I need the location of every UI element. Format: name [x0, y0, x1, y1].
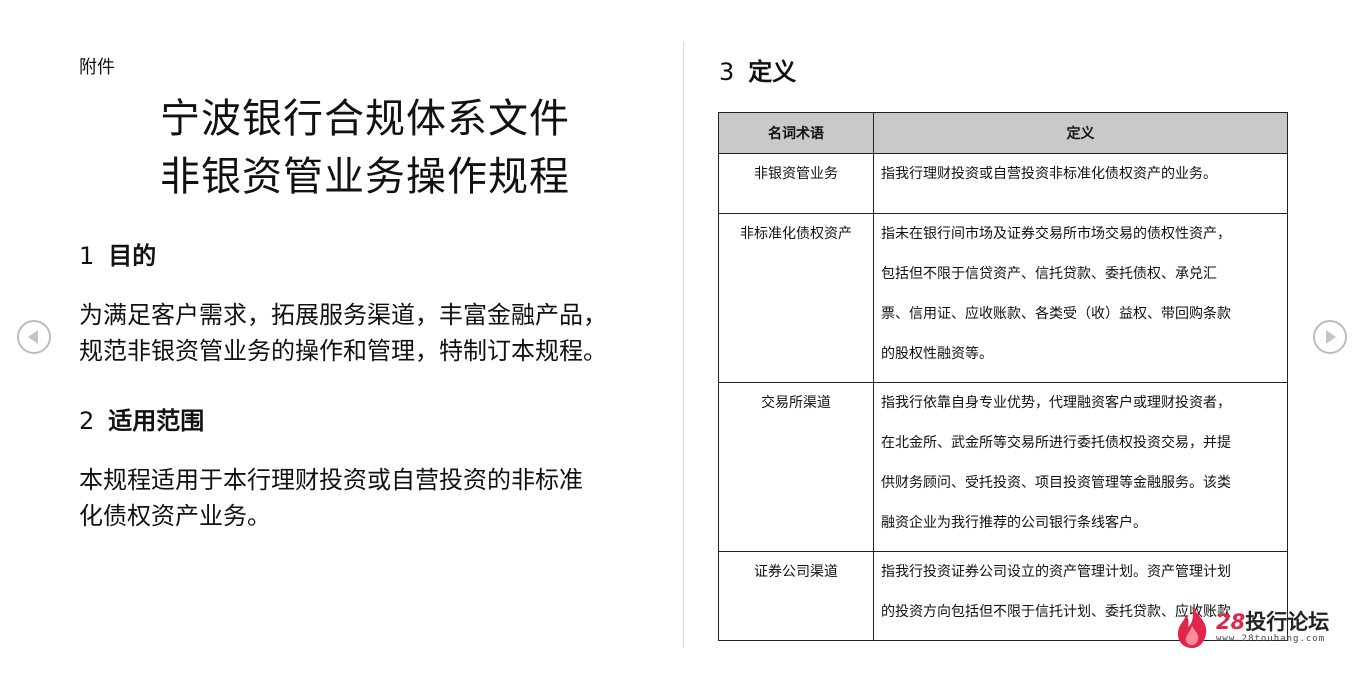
definition-line: 的投资方向包括但不限于信托计划、委托贷款、应收账款 — [881, 604, 1231, 620]
definition-line: 指我行投资证券公司设立的资产管理计划。资产管理计划 — [881, 564, 1231, 580]
section-number: 2 — [79, 407, 95, 435]
section-body-scope: 本规程适用于本行理财投资或自营投资的非标准 化债权资产业务。 — [79, 462, 659, 534]
header-definition: 定义 — [873, 112, 1288, 154]
definitions-table: 名词术语 定义 非银资管业务 指我行理财投资或自营投资非标准化债权资产的业务。 … — [718, 112, 1288, 641]
section-heading-definitions: 3 定义 — [719, 52, 796, 87]
site-watermark: 28投行论坛 www.28touhang.com — [1172, 604, 1352, 650]
section-heading-scope: 2 适用范围 — [79, 401, 204, 436]
chevron-right-circle-icon — [1326, 330, 1336, 344]
section-title: 目的 — [108, 242, 157, 270]
section-title: 适用范围 — [108, 407, 205, 435]
brand-number: 28 — [1216, 610, 1246, 634]
watermark-url: www.28touhang.com — [1216, 634, 1326, 644]
definition-line: 指未在银行间市场及证券交易所市场交易的债权性资产， — [881, 226, 1231, 242]
page-divider — [683, 42, 684, 648]
definition-cell: 指我行依靠自身专业优势，代理融资客户或理财投资者， 在北金所、武金所等交易所进行… — [873, 382, 1288, 552]
table-header-row: 名词术语 定义 — [718, 112, 1288, 154]
definition-line: 指我行依靠自身专业优势，代理融资客户或理财投资者， — [881, 395, 1231, 411]
right-page: 3 定义 名词术语 定义 非银资管业务 指我行理财投资或自营投资非标准化债权资产的… — [684, 0, 1366, 674]
watermark-brand: 28投行论坛 — [1216, 606, 1329, 636]
body-line: 本规程适用于本行理财投资或自营投资的非标准 — [79, 466, 583, 494]
next-page-button[interactable] — [1313, 320, 1347, 354]
chevron-left-circle-icon — [28, 330, 38, 344]
section-body-purpose: 为满足客户需求，拓展服务渠道，丰富金融产品， 规范非银资管业务的操作和管理，特制… — [79, 297, 659, 369]
definition-line: 供财务顾问、受托投资、项目投资管理等金融服务。该类 — [881, 475, 1231, 491]
body-line: 化债权资产业务。 — [79, 502, 271, 530]
table-row: 证券公司渠道 指我行投资证券公司设立的资产管理计划。资产管理计划 的投资方向包括… — [718, 551, 1288, 641]
definition-line: 票、信用证、应收账款、各类受（收）益权、带回购条款 — [881, 306, 1231, 322]
term-cell: 交易所渠道 — [718, 382, 874, 552]
section-heading-purpose: 1 目的 — [79, 236, 156, 271]
left-page: 附件 宁波银行合规体系文件 非银资管业务操作规程 1 目的 为满足客户需求，拓展服… — [79, 57, 659, 534]
body-line: 规范非银资管业务的操作和管理，特制订本规程。 — [79, 337, 607, 365]
section-number: 3 — [719, 58, 735, 86]
term-cell: 非标准化债权资产 — [718, 213, 874, 383]
flame-logo-icon — [1177, 606, 1207, 648]
term-cell: 非银资管业务 — [718, 153, 874, 214]
title-line-2: 非银资管业务操作规程 — [160, 154, 570, 200]
document-title: 宁波银行合规体系文件 非银资管业务操作规程 — [160, 90, 570, 206]
table-row: 非标准化债权资产 指未在银行间市场及证券交易所市场交易的债权性资产， 包括但不限… — [718, 213, 1288, 383]
section-title: 定义 — [748, 58, 797, 86]
definition-cell: 指未在银行间市场及证券交易所市场交易的债权性资产， 包括但不限于信贷资产、信托贷… — [873, 213, 1288, 383]
prev-page-button[interactable] — [17, 320, 51, 354]
section-number: 1 — [79, 242, 95, 270]
header-term: 名词术语 — [718, 112, 874, 154]
definition-line: 包括但不限于信贷资产、信托贷款、委托债权、承兑汇 — [881, 266, 1217, 282]
attachment-label: 附件 — [79, 57, 115, 78]
definition-cell: 指我行理财投资或自营投资非标准化债权资产的业务。 — [873, 153, 1288, 214]
definition-line: 指我行理财投资或自营投资非标准化债权资产的业务。 — [881, 166, 1217, 182]
term-cell: 证券公司渠道 — [718, 551, 874, 641]
table-row: 交易所渠道 指我行依靠自身专业优势，代理融资客户或理财投资者， 在北金所、武金所… — [718, 382, 1288, 552]
title-line-1: 宁波银行合规体系文件 — [160, 96, 570, 142]
table-row: 非银资管业务 指我行理财投资或自营投资非标准化债权资产的业务。 — [718, 153, 1288, 214]
definition-cell: 指我行投资证券公司设立的资产管理计划。资产管理计划 的投资方向包括但不限于信托计… — [873, 551, 1288, 641]
definition-line: 的股权性融资等。 — [881, 346, 993, 362]
body-line: 为满足客户需求，拓展服务渠道，丰富金融产品， — [79, 301, 607, 329]
definition-line: 融资企业为我行推荐的公司银行条线客户。 — [881, 515, 1147, 531]
definition-line: 在北金所、武金所等交易所进行委托债权投资交易，并提 — [881, 435, 1231, 451]
brand-text: 投行论坛 — [1245, 610, 1330, 634]
